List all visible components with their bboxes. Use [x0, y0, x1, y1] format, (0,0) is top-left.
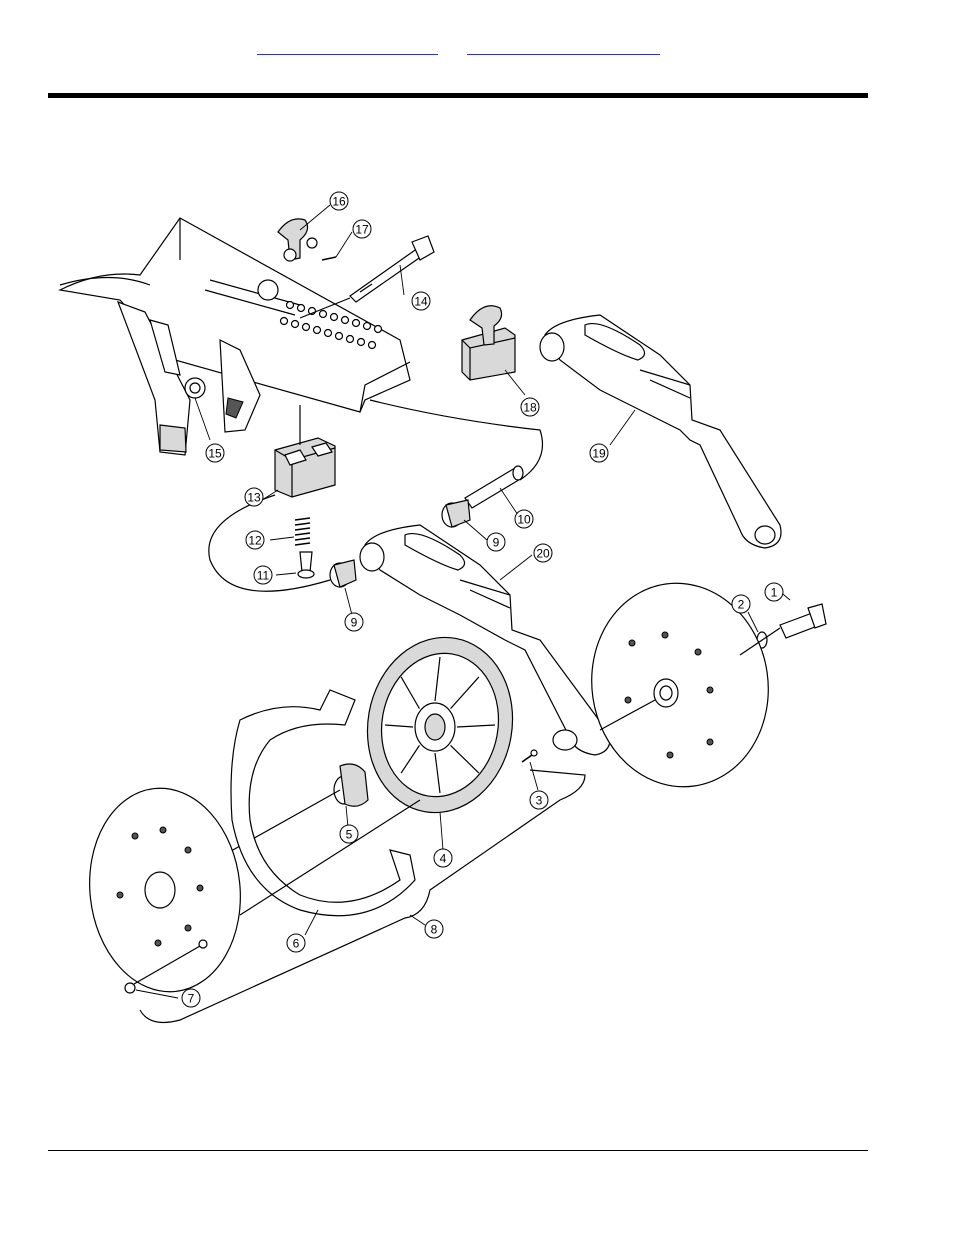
callout-number: 5 — [346, 828, 353, 842]
frame-hole — [342, 317, 349, 324]
part-19-arm — [540, 315, 781, 548]
part-13-block — [262, 405, 335, 500]
frame-hole — [331, 314, 338, 321]
part-9-bushing-upper — [442, 500, 487, 540]
part-16-knob — [278, 205, 330, 261]
part-1-bolt — [778, 590, 826, 638]
callout-6: 6 — [287, 934, 305, 952]
callout-number: 12 — [248, 534, 262, 548]
callout-number: 1 — [771, 586, 778, 600]
frame-hole — [281, 318, 288, 325]
callout-number: 19 — [592, 447, 606, 461]
callout-number: 3 — [536, 794, 543, 808]
callout-12: 12 — [246, 531, 264, 549]
frame-hole — [336, 333, 343, 340]
callout-number: 10 — [517, 513, 531, 527]
frame-hole — [347, 336, 354, 343]
callout-number: 13 — [247, 491, 261, 505]
frame-hole — [303, 324, 310, 331]
callout-number: 4 — [440, 852, 447, 866]
callout-number: 6 — [293, 937, 300, 951]
callout-4: 4 — [434, 849, 452, 867]
disc-right — [579, 572, 782, 799]
part-12-spring — [270, 518, 310, 545]
callout-9: 9 — [487, 533, 505, 551]
callout-number: 18 — [523, 401, 537, 415]
frame-hole — [320, 311, 327, 318]
frame-hole — [375, 326, 382, 333]
part-4-hub — [354, 626, 526, 850]
part-18-block — [462, 306, 525, 395]
callout-number: 15 — [208, 447, 222, 461]
frame-hole — [353, 320, 360, 327]
frame-hole — [325, 330, 332, 337]
callout-9: 9 — [345, 613, 363, 631]
part-17-pin — [322, 232, 352, 260]
callout-18: 18 — [521, 398, 539, 416]
callout-13: 13 — [245, 488, 263, 506]
frame-hole — [369, 342, 376, 349]
callout-1: 1 — [765, 583, 783, 601]
frame-hole — [298, 305, 305, 312]
callout-3: 3 — [530, 791, 548, 809]
frame-hole — [292, 321, 299, 328]
callout-5: 5 — [340, 825, 358, 843]
callout-number: 16 — [332, 195, 346, 209]
callout-14: 14 — [412, 292, 430, 310]
callout-number: 14 — [414, 295, 428, 309]
part-9-bushing-lower — [330, 560, 356, 615]
callout-number: 17 — [355, 223, 369, 237]
callout-number: 7 — [188, 992, 195, 1006]
callout-19: 19 — [590, 444, 608, 462]
callout-8: 8 — [425, 920, 443, 938]
part-11-pin — [276, 552, 314, 578]
part-10-pin — [465, 466, 523, 515]
callout-number: 11 — [257, 569, 270, 583]
callout-number: 9 — [493, 536, 500, 550]
callout-10: 10 — [515, 510, 533, 528]
callout-number: 2 — [738, 598, 745, 612]
callout-number: 9 — [351, 616, 358, 630]
frame-hole — [364, 323, 371, 330]
callout-17: 17 — [353, 220, 371, 238]
callout-20: 20 — [534, 544, 552, 562]
callout-number: 20 — [536, 547, 550, 561]
frame-arm — [60, 218, 410, 455]
frame-hole — [314, 327, 321, 334]
callout-2: 2 — [732, 595, 750, 613]
callout-7: 7 — [182, 989, 200, 1007]
frame-hole — [287, 302, 294, 309]
frame-hole — [358, 339, 365, 346]
callout-16: 16 — [330, 192, 348, 210]
callout-11: 11 — [254, 566, 272, 584]
callout-15: 15 — [206, 444, 224, 462]
callout-number: 8 — [431, 923, 438, 937]
